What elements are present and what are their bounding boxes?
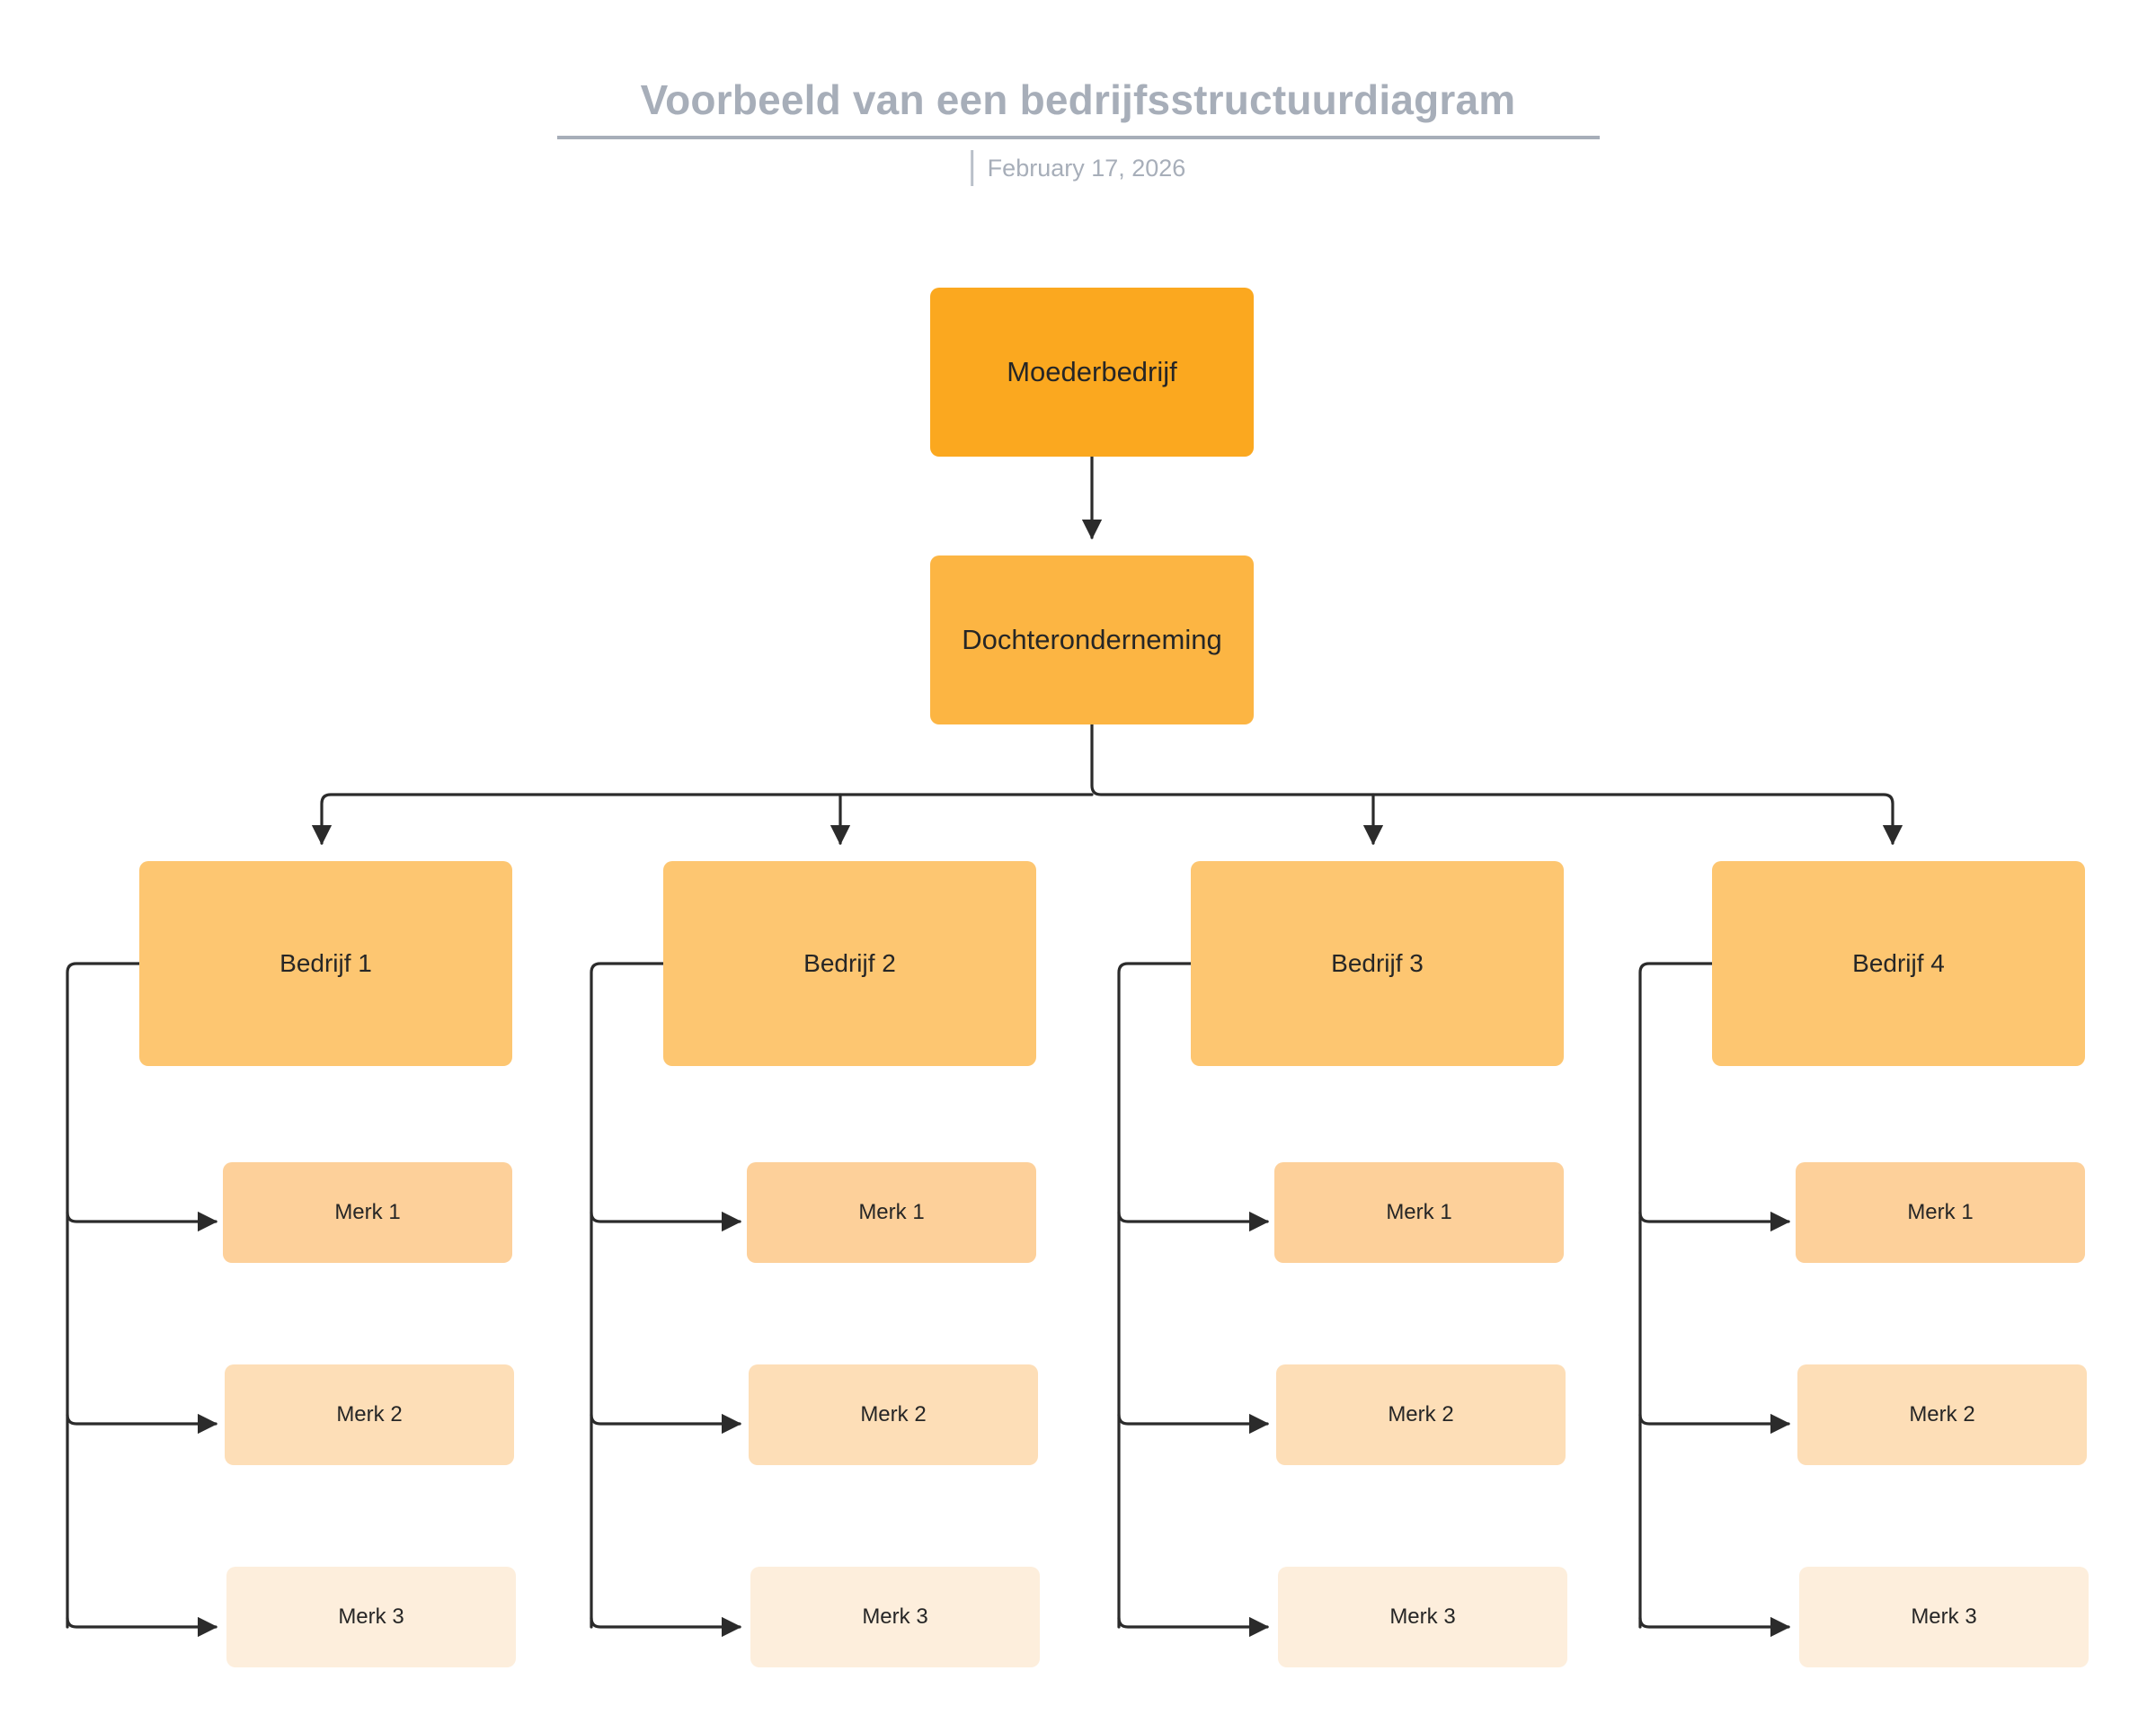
edge-company-2-to-brand-3	[590, 1616, 742, 1638]
node-bedrijf-3-merk-2[interactable]: Merk 2	[1276, 1364, 1566, 1465]
title-block: Voorbeeld van een bedrijfsstructuurdiagr…	[449, 77, 1708, 139]
title-underline-rule	[556, 135, 1600, 139]
edge-company-2-to-brand-1	[590, 1211, 742, 1232]
edge-company-4-spine	[1638, 962, 1714, 1629]
node-bedrijf-2-merk-3[interactable]: Merk 3	[750, 1567, 1040, 1667]
edge-company-2-to-brand-2	[590, 1413, 742, 1435]
node-bedrijf-2[interactable]: Bedrijf 2	[663, 861, 1036, 1066]
page-title: Voorbeeld van een bedrijfsstructuurdiagr…	[640, 76, 1516, 123]
node-bedrijf-3[interactable]: Bedrijf 3	[1191, 861, 1564, 1066]
node-bedrijf-4-merk-1[interactable]: Merk 1	[1796, 1162, 2085, 1263]
node-dochteronderneming[interactable]: Dochteronderneming	[930, 555, 1254, 724]
edge-company-1-spine	[66, 962, 141, 1629]
node-bedrijf-2-merk-1[interactable]: Merk 1	[747, 1162, 1036, 1263]
edge-company-4-to-brand-3	[1638, 1616, 1791, 1638]
edge-company-3-to-brand-2	[1117, 1413, 1270, 1435]
node-bedrijf-4-merk-3[interactable]: Merk 3	[1799, 1567, 2089, 1667]
edge-company-3-to-brand-3	[1117, 1616, 1270, 1638]
edge-company-1-to-brand-1	[66, 1211, 218, 1232]
edge-subsidiary-trunk	[1090, 722, 1903, 846]
edge-company-4-to-brand-2	[1638, 1413, 1791, 1435]
document-date: February 17, 2026	[987, 154, 1186, 182]
node-bedrijf-3-merk-1[interactable]: Merk 1	[1274, 1162, 1564, 1263]
node-bedrijf-3-merk-3[interactable]: Merk 3	[1278, 1567, 1567, 1667]
edge-company-4-to-brand-1	[1638, 1211, 1791, 1232]
date-tick-divider	[970, 150, 973, 186]
edge-company-3-spine	[1117, 962, 1193, 1629]
edge-company-1-to-brand-3	[66, 1616, 218, 1638]
node-bedrijf-1-merk-1[interactable]: Merk 1	[223, 1162, 512, 1263]
node-bedrijf-1-merk-3[interactable]: Merk 3	[226, 1567, 516, 1667]
node-bedrijf-4-merk-2[interactable]: Merk 2	[1797, 1364, 2087, 1465]
edge-company-3-to-brand-1	[1117, 1211, 1270, 1232]
node-moederbedrijf[interactable]: Moederbedrijf	[930, 288, 1254, 457]
document-header: Voorbeeld van een bedrijfsstructuurdiagr…	[0, 0, 2156, 207]
node-bedrijf-1[interactable]: Bedrijf 1	[139, 861, 512, 1066]
node-bedrijf-4[interactable]: Bedrijf 4	[1712, 861, 2085, 1066]
node-bedrijf-1-merk-2[interactable]: Merk 2	[225, 1364, 514, 1465]
edge-company-1-to-brand-2	[66, 1413, 218, 1435]
edge-bus-left	[311, 793, 1094, 846]
node-bedrijf-2-merk-2[interactable]: Merk 2	[749, 1364, 1038, 1465]
edge-company-2-spine	[590, 962, 665, 1629]
date-row: February 17, 2026	[970, 150, 1186, 186]
